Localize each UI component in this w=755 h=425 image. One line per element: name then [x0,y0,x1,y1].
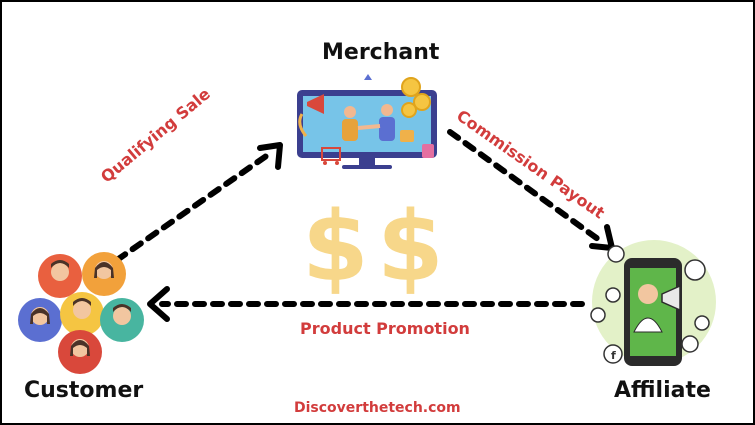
facebook-icon: f [611,349,616,362]
affiliate-illustration: f [590,240,716,366]
arrow-qualifying-sale [114,142,283,263]
customer-label: Customer [24,378,144,403]
arrow-product-promotion [147,286,585,322]
footer-credit: Discoverthetech.com [294,400,461,416]
dollar-sign-right: $ [377,191,444,303]
affiliate-label: Affiliate [614,378,711,403]
merchant-illustration [297,74,437,169]
dollar-sign-left: $ [302,191,369,303]
product-promotion-label: Product Promotion [300,319,470,338]
dollar-signs-graphic: $ $ [302,191,444,303]
customer-illustration [18,252,144,374]
merchant-label: Merchant [322,40,440,65]
arrow-commission-payout [447,129,615,251]
